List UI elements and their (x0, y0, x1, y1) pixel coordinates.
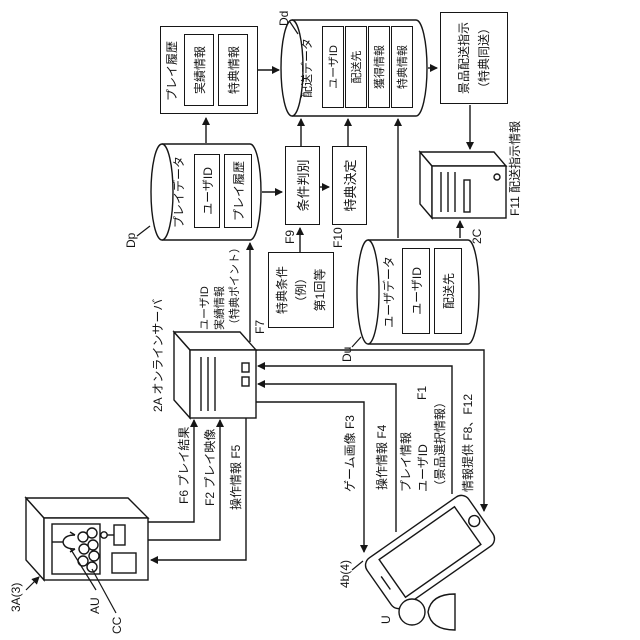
db-delivery-data-title: 配送データ (300, 38, 314, 99)
arcade-machine-drawing (24, 496, 150, 582)
criteria-line1: 特典条件 (274, 266, 289, 315)
label-ref-catcher: CC (110, 616, 124, 634)
label-ref-db-delivery: Dd (277, 10, 291, 26)
online-server-drawing (172, 330, 258, 420)
joystick-icon (100, 531, 108, 539)
db-user-field-userid: ユーザID (402, 248, 430, 334)
label-ref-f9: F9 (283, 229, 297, 244)
flow-label-f7-line2: 実績情報 (214, 286, 226, 330)
control-panel (113, 524, 126, 546)
flow-label-f7-line1: ユーザID (199, 286, 211, 330)
play-history-field-achievement: 実績情報 (184, 34, 214, 106)
prize-outlet (111, 552, 137, 574)
flow-label-f1-line1: プレイ情報 (399, 431, 413, 492)
claw-icon (62, 534, 76, 550)
flow-arrows (148, 64, 488, 564)
flow-label-f3: ゲーム画像 F3 (343, 415, 357, 492)
db-play-field-history: プレイ履歴 (224, 154, 252, 228)
db-play-field-userid: ユーザID (194, 154, 220, 228)
db-delivery-field-userid: ユーザID (322, 26, 344, 108)
leader-arm-ref (69, 547, 97, 591)
shipping-line2: （特典同送） (477, 22, 491, 95)
label-ref-f1: F1 (415, 385, 429, 400)
leader-lines (25, 21, 364, 614)
label-ref-f10: F10 (331, 227, 345, 248)
leader-du-ref (351, 336, 362, 348)
prizes-icons (77, 527, 100, 573)
arrow-f5-operation-info (150, 418, 247, 564)
flow-label-f7-line3: （特典ポイント） (229, 242, 241, 330)
flow-label-f6: F6 プレイ結果 (177, 426, 191, 504)
flow-label-f4: 操作情報 F4 (375, 424, 389, 490)
db-delivery-field-acquired: 獲得情報 (368, 26, 390, 108)
criteria-line3: 第1回等 (312, 268, 327, 312)
label-ref-phone: 4b(4) (338, 559, 352, 588)
arrow-f6-play-result (148, 419, 198, 523)
label-ref-db-play: Dp (124, 232, 138, 248)
play-history-field-benefit: 特典情報 (218, 34, 248, 106)
db-user-field-address: 配送先 (434, 248, 462, 334)
smartphone-drawing (364, 494, 496, 610)
label-ref-user: U (379, 615, 393, 624)
home-button-icon (468, 514, 481, 528)
delivery-server-drawing (418, 150, 508, 220)
flow-label-f2: F2 プレイ映像 (203, 428, 217, 506)
label-ref-db-user: Du (340, 346, 354, 362)
arrow-f4-operation-info (257, 380, 397, 532)
condition-check-box: 条件判別 (285, 146, 320, 225)
criteria-line2: （例） (293, 272, 308, 309)
benefit-criteria-box: 特典条件 （例） 第1回等 (268, 252, 334, 328)
arrow-f2-play-video (148, 419, 224, 541)
db-play-data-title: プレイデータ (172, 156, 186, 229)
label-ref-arm: AU (88, 597, 102, 614)
leader-arcade-ref (25, 576, 40, 591)
label-ref-f7: F7 (253, 319, 267, 334)
leader-dp-ref (136, 225, 151, 237)
prize-shipping-box: 景品配送指示 （特典同送） (440, 12, 508, 104)
label-ref-online-server: 2A オンラインサーバ (151, 298, 165, 412)
flow-label-f1-line2: ユーザID (416, 444, 430, 492)
db-user-data-title: ユーザデータ (382, 256, 396, 328)
label-ref-delivery-server: 2C (470, 228, 484, 244)
db-delivery-field-address: 配送先 (345, 26, 367, 108)
benefit-decision-box: 特典決定 (332, 146, 367, 225)
arrow-f1-play-info (257, 362, 453, 494)
flow-label-f8-f12: 情報提供 F8、F12 (461, 393, 475, 492)
db-delivery-field-benefit: 特典情報 (391, 26, 413, 108)
label-ref-arcade: 3A(3) (9, 582, 23, 612)
flow-label-f11: F11 配送指示情報 (508, 120, 522, 216)
user-person-icon (398, 593, 456, 631)
leader-dd-ref (289, 21, 299, 35)
flow-label-f1-line3: （景品選択情報） (433, 395, 447, 492)
arrow-f8-f12-info-provide (256, 349, 488, 512)
arrow-f3-game-image (256, 401, 368, 553)
leader-phone-ref (351, 560, 364, 571)
shipping-line1: 景品配送指示 (457, 22, 471, 95)
leader-catcher-ref (91, 568, 117, 614)
play-history-title: プレイ履歴 (165, 41, 179, 102)
flow-label-f5: 操作情報 F5 (229, 444, 243, 510)
